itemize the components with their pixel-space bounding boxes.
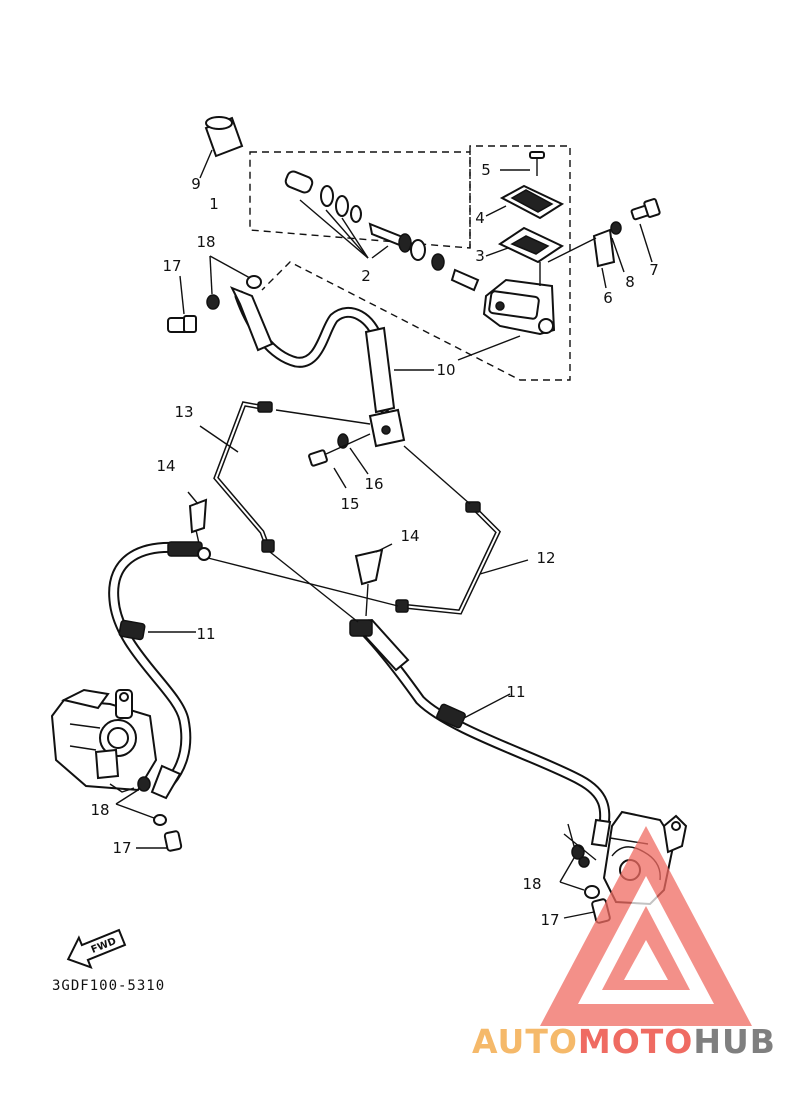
watermark-brand: AUTOMOTOHUB [472, 1020, 800, 1064]
callout-1: 1 [209, 195, 219, 213]
callout-13: 13 [174, 403, 193, 421]
left-caliper [50, 688, 158, 793]
callout-10: 10 [436, 361, 455, 379]
hose-clips [187, 491, 393, 617]
reservoir-cap-parts [485, 151, 565, 264]
callout-11a: 11 [196, 625, 215, 643]
upper-brake-hose [229, 286, 521, 414]
right-brake-hose [269, 551, 612, 848]
upper-union-bolt [167, 255, 262, 333]
callout-4: 4 [475, 209, 485, 227]
callout-2: 2 [361, 267, 371, 285]
callout-18c: 18 [522, 875, 541, 893]
assembly-1-outline [249, 151, 471, 249]
callout-14b: 14 [400, 527, 419, 545]
callout-18a: 18 [196, 233, 215, 251]
callout-16: 16 [364, 475, 383, 493]
callout-14a: 14 [156, 457, 175, 475]
callout-17a: 17 [162, 257, 181, 275]
brand-hub: HUB [693, 1022, 776, 1061]
callout-18b: 18 [90, 801, 109, 819]
callout-9: 9 [191, 175, 201, 193]
callout-7: 7 [649, 261, 659, 279]
right-union-bolt [559, 823, 611, 924]
three-way-joint [308, 408, 406, 489]
brand-auto: AUTO [472, 1022, 578, 1061]
callout-12: 12 [536, 549, 555, 567]
left-union-bolt [115, 776, 183, 852]
callout-15: 15 [340, 495, 359, 513]
right-brake-pipe [395, 445, 529, 615]
left-brake-pipe [199, 401, 371, 553]
callout-11b: 11 [506, 683, 525, 701]
callout-17c: 17 [540, 911, 559, 929]
fwd-arrow-icon: FWD [66, 928, 127, 970]
watermark-logo-icon [540, 826, 752, 1026]
boot-part [199, 116, 244, 179]
left-brake-hose [108, 541, 399, 800]
callout-6: 6 [603, 289, 613, 307]
master-cylinder-outline [261, 145, 571, 381]
callout-17b: 17 [112, 839, 131, 857]
master-cylinder-body [482, 262, 556, 336]
brand-moto: MOTO [577, 1022, 694, 1061]
callout-3: 3 [475, 247, 485, 265]
clamp-bolt-parts [547, 198, 661, 289]
diagram-code: 3GDF100-5310 [52, 978, 166, 994]
callout-5: 5 [481, 161, 491, 179]
callout-8: 8 [625, 273, 635, 291]
piston-kit [284, 170, 480, 292]
